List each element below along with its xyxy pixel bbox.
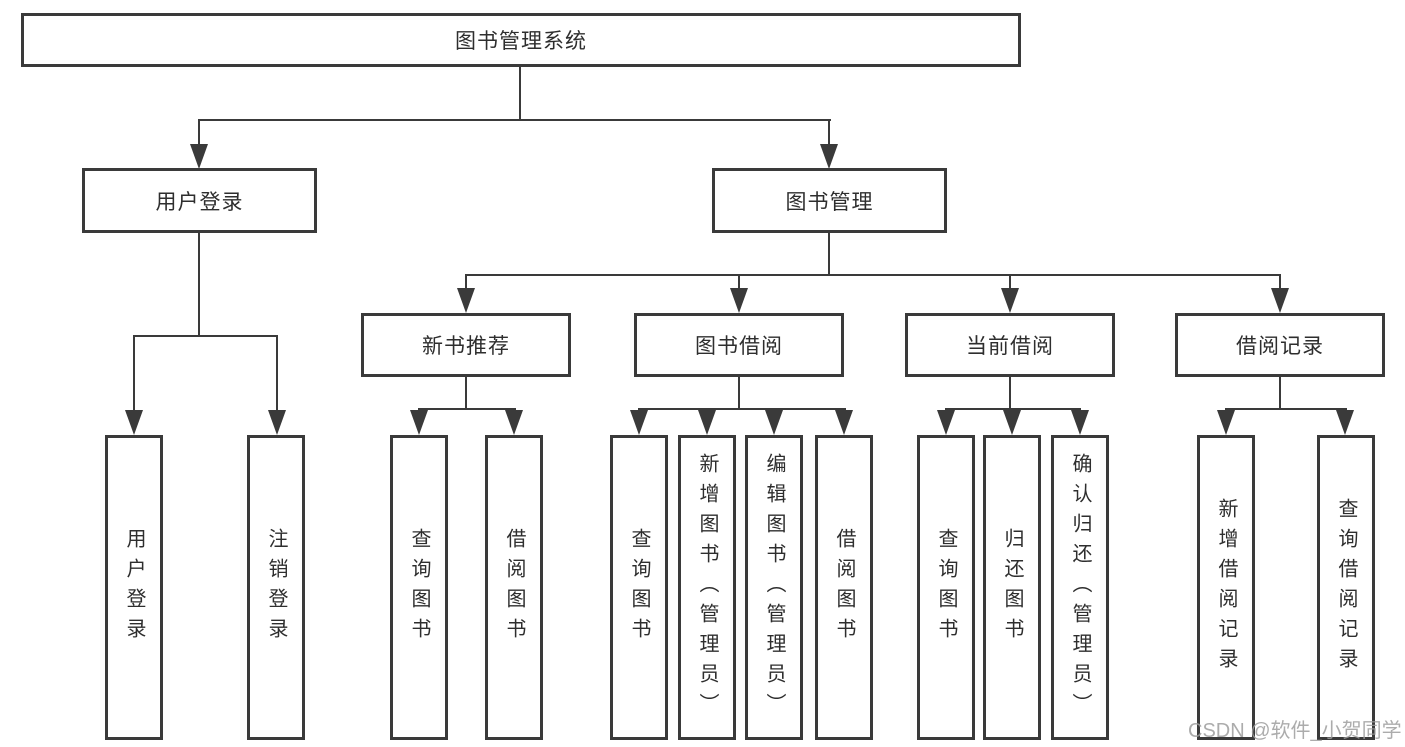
leaf-borrow-books-recommend: 借阅图书 (485, 435, 543, 740)
connector (1009, 275, 1011, 289)
arrow-down-icon (505, 410, 523, 435)
node-new-book-recommendation: 新书推荐 (361, 313, 571, 377)
arrow-down-icon (820, 144, 838, 169)
node-current-borrowing: 当前借阅 (905, 313, 1115, 377)
connector (133, 336, 135, 411)
connector (198, 233, 200, 336)
connector (133, 335, 278, 337)
leaf-query-books-current: 查询图书 (917, 435, 975, 740)
leaf-query-borrow-record: 查询借阅记录 (1317, 435, 1375, 740)
connector (828, 233, 830, 275)
arrow-down-icon (457, 288, 475, 313)
connector (1009, 377, 1011, 409)
arrow-down-icon (190, 144, 208, 169)
connector (828, 120, 830, 145)
connector (276, 336, 278, 411)
connector (465, 274, 1281, 276)
arrow-down-icon (698, 410, 716, 435)
connector (738, 275, 740, 289)
arrow-down-icon (1003, 410, 1021, 435)
arrow-down-icon (1001, 288, 1019, 313)
leaf-logout: 注销登录 (247, 435, 305, 740)
connector (465, 275, 467, 289)
arrow-down-icon (1071, 410, 1089, 435)
connector (198, 119, 831, 121)
leaf-query-books-recommend: 查询图书 (390, 435, 448, 740)
leaf-confirm-return-admin: 确认归还（管理员） (1051, 435, 1109, 740)
connector (465, 377, 467, 409)
connector (198, 120, 200, 145)
arrow-down-icon (835, 410, 853, 435)
arrow-down-icon (1336, 410, 1354, 435)
connector (418, 408, 516, 410)
leaf-edit-books-admin: 编辑图书（管理员） (745, 435, 803, 740)
leaf-add-borrow-record: 新增借阅记录 (1197, 435, 1255, 740)
arrow-down-icon (1271, 288, 1289, 313)
node-borrowing-records: 借阅记录 (1175, 313, 1385, 377)
connector (945, 408, 1081, 410)
arrow-down-icon (630, 410, 648, 435)
arrow-down-icon (937, 410, 955, 435)
arrow-down-icon (125, 410, 143, 435)
connector (1279, 377, 1281, 409)
leaf-user-login: 用户登录 (105, 435, 163, 740)
node-book-borrowing: 图书借阅 (634, 313, 844, 377)
connector (638, 408, 846, 410)
node-library-management-system: 图书管理系统 (21, 13, 1021, 67)
arrow-down-icon (765, 410, 783, 435)
arrow-down-icon (268, 410, 286, 435)
leaf-add-books-admin: 新增图书（管理员） (678, 435, 736, 740)
leaf-return-books: 归还图书 (983, 435, 1041, 740)
connector (519, 67, 521, 120)
arrow-down-icon (1217, 410, 1235, 435)
arrow-down-icon (730, 288, 748, 313)
connector (1225, 408, 1347, 410)
watermark: CSDN @软件_小贺同学 (1188, 720, 1402, 742)
node-book-management: 图书管理 (712, 168, 947, 233)
connector (1279, 275, 1281, 289)
connector (738, 377, 740, 409)
leaf-borrow-books: 借阅图书 (815, 435, 873, 740)
arrow-down-icon (410, 410, 428, 435)
leaf-query-books-borrow: 查询图书 (610, 435, 668, 740)
node-user-login: 用户登录 (82, 168, 317, 233)
